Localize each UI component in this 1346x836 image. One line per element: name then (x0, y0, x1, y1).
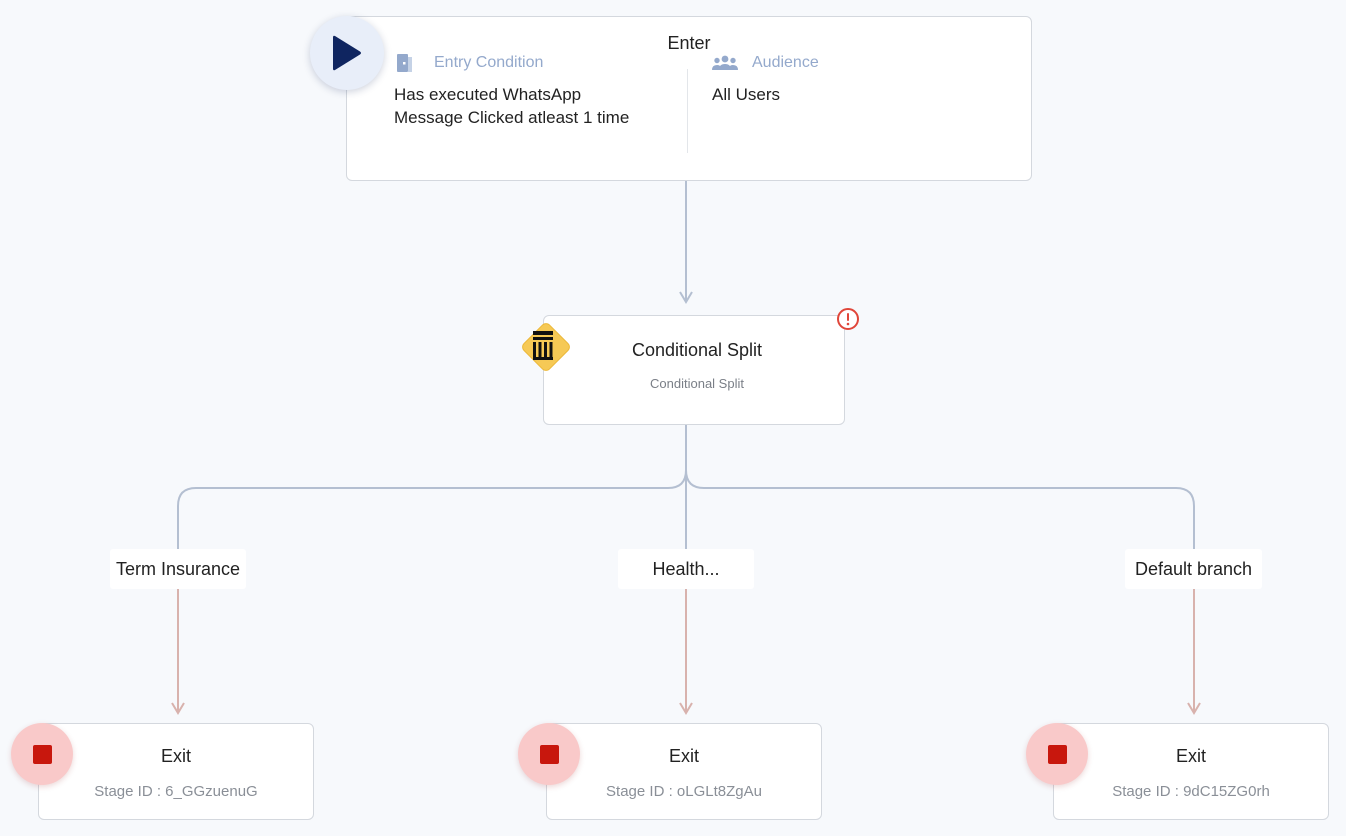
arrow-head-split (679, 291, 693, 304)
arrow-head-exit-3 (1187, 702, 1201, 715)
connector-branch-default (685, 469, 1195, 549)
stop-icon (539, 744, 559, 764)
arrow-head-exit-1 (171, 702, 185, 715)
connector-branch-term (177, 469, 687, 549)
exit-title: Exit (668, 746, 699, 766)
enter-node[interactable]: Enter Entry Condition Has executed Whats… (346, 16, 1032, 181)
exit-title: Exit (160, 746, 191, 766)
exit-badge-2 (518, 723, 580, 785)
warning-icon[interactable] (836, 307, 860, 331)
exit-stage-id: Stage ID : oLGLt8ZgAu (606, 783, 762, 800)
branch-label-health[interactable]: Health... (618, 549, 754, 589)
door-icon (394, 52, 420, 74)
conditional-split-node[interactable]: Conditional Split Conditional Split (543, 315, 845, 425)
exit-node-1[interactable]: Exit Stage ID : 6_GGzuenuG (38, 723, 314, 820)
audience-label: Audience (752, 54, 819, 71)
branch-label-term-insurance[interactable]: Term Insurance (110, 549, 246, 589)
audience-value: All Users (712, 85, 781, 104)
split-title: Conditional Split (631, 340, 763, 360)
exit-title: Exit (1175, 746, 1206, 766)
entry-condition-line2: Message Clicked atleast 1 time (394, 108, 630, 127)
arrow-head-exit-2 (679, 702, 693, 715)
exit-node-2[interactable]: Exit Stage ID : oLGLt8ZgAu (546, 723, 822, 820)
start-node-badge[interactable] (310, 16, 384, 90)
stop-icon (32, 744, 52, 764)
branch-label-default[interactable]: Default branch (1125, 549, 1262, 589)
split-icon (522, 323, 570, 371)
enter-title: Enter (667, 33, 711, 53)
exit-badge-3 (1026, 723, 1088, 785)
stop-icon (1047, 744, 1067, 764)
play-icon (333, 35, 361, 71)
people-icon (712, 52, 738, 74)
entry-condition-section: Entry Condition Has executed WhatsApp Me… (394, 51, 674, 129)
split-badge (514, 315, 578, 379)
exit-stage-id: Stage ID : 9dC15ZG0rh (1112, 783, 1270, 800)
column-divider (687, 69, 688, 153)
entry-condition-value: Has executed WhatsApp Message Clicked at… (394, 83, 674, 129)
split-subtitle: Conditional Split (650, 376, 744, 391)
exit-stage-id: Stage ID : 6_GGzuenuG (94, 783, 258, 800)
entry-condition-label: Entry Condition (434, 54, 544, 71)
exit-node-3[interactable]: Exit Stage ID : 9dC15ZG0rh (1053, 723, 1329, 820)
exit-badge-1 (11, 723, 73, 785)
entry-condition-line1: Has executed WhatsApp (394, 85, 582, 104)
audience-section: Audience All Users (712, 51, 992, 106)
